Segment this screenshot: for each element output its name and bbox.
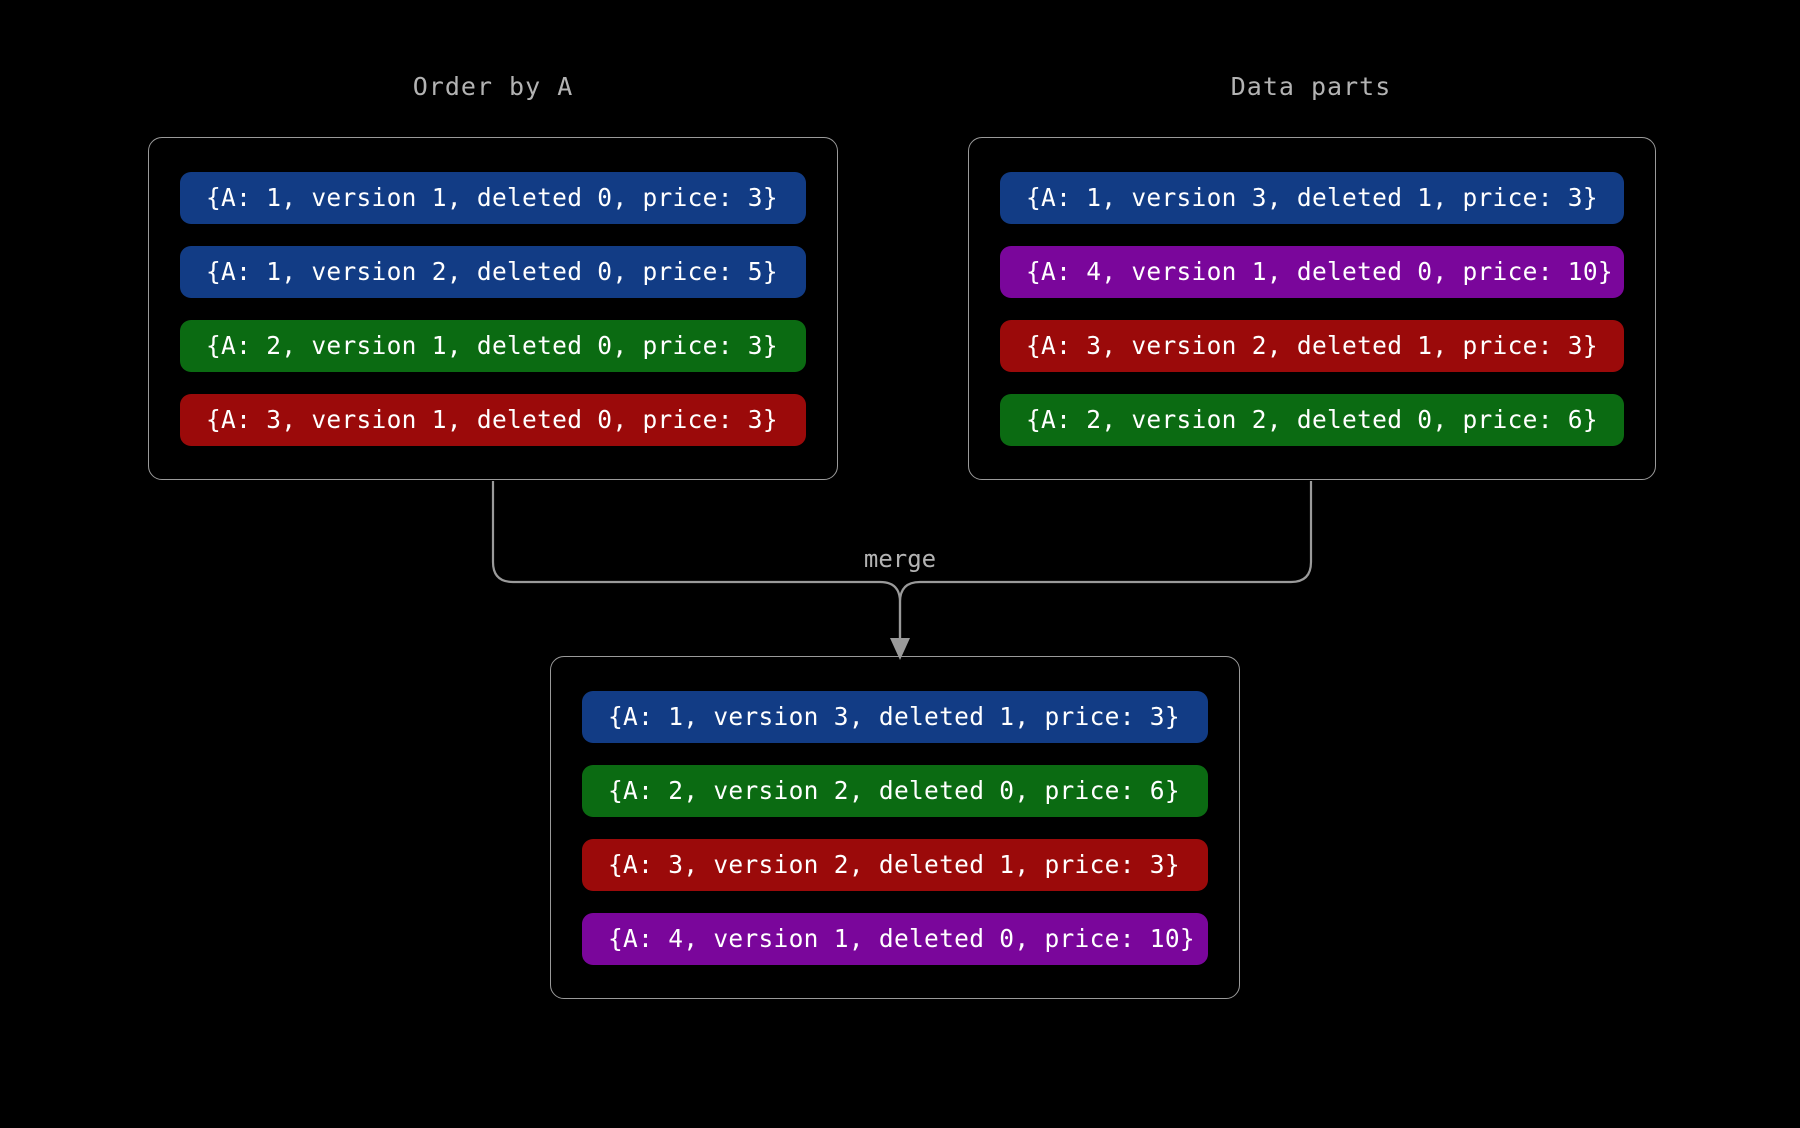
result-panel: {A: 1, version 3, deleted 1, price: 3} {… [550,656,1240,999]
left-panel: {A: 1, version 1, deleted 0, price: 3} {… [148,137,838,480]
table-row[interactable]: {A: 3, version 2, deleted 1, price: 3} [582,838,1208,891]
right-panel: {A: 1, version 3, deleted 1, price: 3} {… [968,137,1656,480]
table-row[interactable]: {A: 2, version 2, deleted 0, price: 6} [1000,393,1624,446]
connector-right-path [898,481,1313,645]
table-row[interactable]: {A: 2, version 1, deleted 0, price: 3} [180,319,806,372]
table-row[interactable]: {A: 4, version 1, deleted 0, price: 10} [1000,245,1624,298]
merge-label: merge [863,545,937,573]
left-panel-title: Order by A [412,72,574,101]
table-row[interactable]: {A: 1, version 1, deleted 0, price: 3} [180,171,806,224]
table-row[interactable]: {A: 1, version 2, deleted 0, price: 5} [180,245,806,298]
table-row[interactable]: {A: 3, version 2, deleted 1, price: 3} [1000,319,1624,372]
table-row[interactable]: {A: 1, version 3, deleted 1, price: 3} [1000,171,1624,224]
right-panel-title: Data parts [1230,72,1392,101]
table-row[interactable]: {A: 2, version 2, deleted 0, price: 6} [582,764,1208,817]
table-row[interactable]: {A: 3, version 1, deleted 0, price: 3} [180,393,806,446]
connector-left-path [491,481,902,645]
table-row[interactable]: {A: 4, version 1, deleted 0, price: 10} [582,912,1208,965]
table-row[interactable]: {A: 1, version 3, deleted 1, price: 3} [582,690,1208,743]
